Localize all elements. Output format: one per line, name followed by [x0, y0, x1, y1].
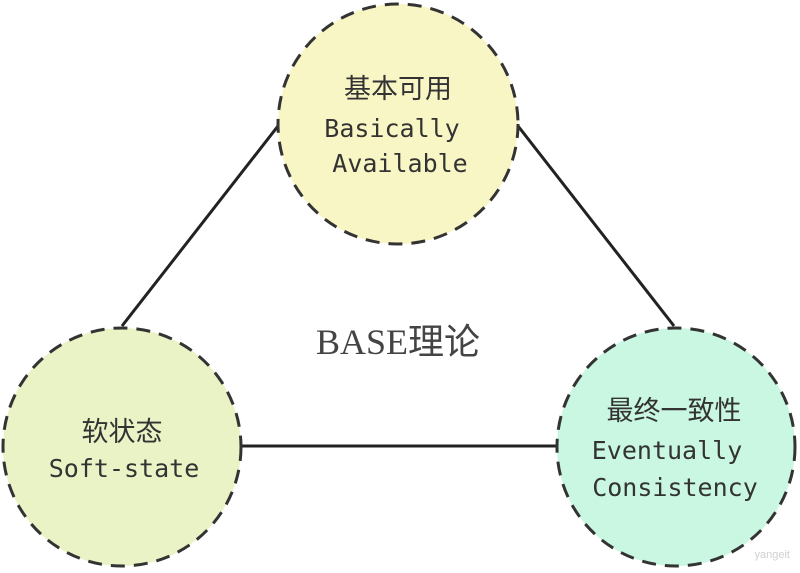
- node-eventually-consistency: 最终一致性 Eventually Consistency: [555, 326, 797, 568]
- node-top-line2: Available: [332, 149, 467, 178]
- node-basically-available: 基本可用 Basically Available: [276, 2, 520, 246]
- center-title: BASE理论: [316, 322, 480, 362]
- node-circle-top: [276, 2, 520, 246]
- edge-top-right: [516, 125, 676, 327]
- node-top-title: 基本可用: [344, 74, 452, 105]
- node-right-line1: Eventually: [592, 436, 743, 465]
- edge-top-left: [120, 125, 280, 327]
- node-soft-state: 软状态 Soft-state: [1, 326, 243, 568]
- watermark: yangeit: [755, 549, 790, 561]
- node-top-line1: Basically: [324, 114, 459, 143]
- node-right-title: 最终一致性: [607, 396, 742, 427]
- node-right-line2: Consistency: [592, 473, 758, 502]
- node-left-title: 软状态: [82, 417, 163, 448]
- node-circle-left: [1, 326, 243, 568]
- node-circle-right: [555, 326, 797, 568]
- node-left-line1: Soft-state: [49, 454, 200, 483]
